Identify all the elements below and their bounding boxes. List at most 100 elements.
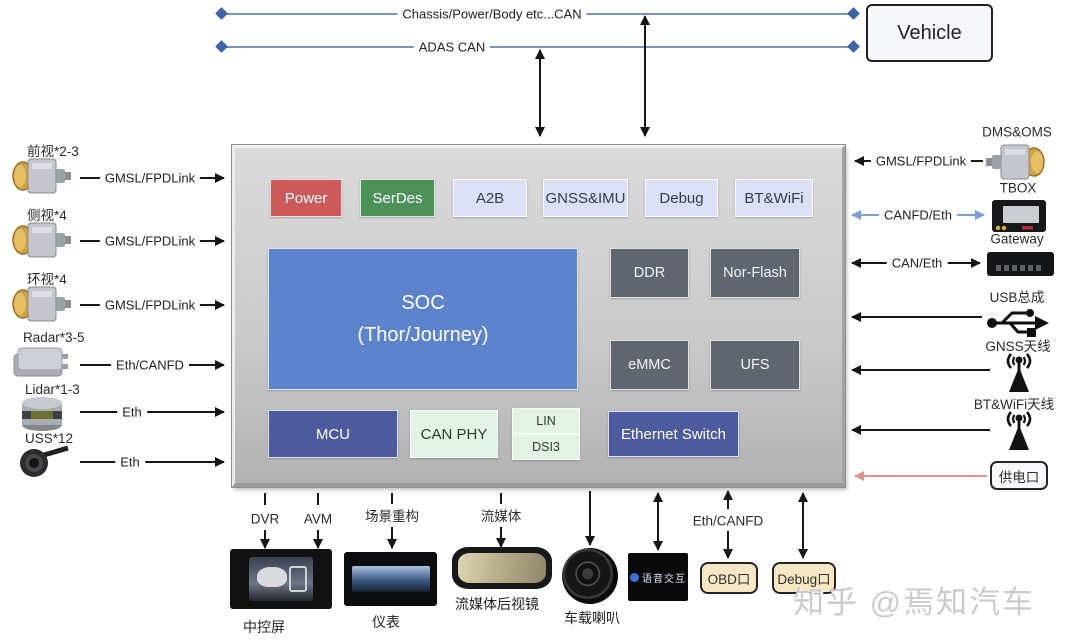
can-phy-chip: CAN PHY xyxy=(410,410,498,458)
chassis-can-bus-label: Chassis/Power/Body etc...CAN xyxy=(397,6,587,22)
uss-icon xyxy=(14,444,70,478)
debug-port-label: Debug口 xyxy=(777,572,831,587)
antenna-icon xyxy=(997,410,1041,452)
surround-camera-label: 环视*4 xyxy=(27,272,67,287)
vehicle-label: Vehicle xyxy=(897,21,962,44)
obd-port-label: OBD口 xyxy=(707,572,751,587)
bus-endpoint-diamond xyxy=(215,40,228,53)
bt-wifi-antenna-label: BT&WiFi天线 xyxy=(973,397,1055,412)
instrument-cluster-image xyxy=(344,552,437,606)
power-port-arrow xyxy=(854,471,987,481)
side-camera-label: 侧视*4 xyxy=(27,208,67,223)
avm-stub xyxy=(317,493,319,505)
tbox-label: TBOX xyxy=(999,180,1037,196)
power-port-box: 供电口 xyxy=(990,461,1048,490)
soc-line2: (Thor/Journey) xyxy=(357,324,489,346)
obd-port-box: OBD口 xyxy=(700,562,758,594)
dsi3-label: DSI3 xyxy=(532,440,560,454)
uss-protocol: Eth xyxy=(115,454,145,470)
bt-wifi-chip: BT&WiFi xyxy=(735,179,813,217)
dvr-arrow xyxy=(260,530,270,549)
chassis-to-board-arrow xyxy=(640,15,650,137)
voice-label: 语音交互 xyxy=(642,573,686,585)
side-camera-protocol: GMSL/FPDLink xyxy=(99,233,201,249)
voice-interaction-image: 语音交互 xyxy=(628,553,688,601)
ddr-chip: DDR xyxy=(610,248,689,298)
center-screen-display xyxy=(249,557,313,601)
gnss-imu-chip: GNSS&IMU xyxy=(543,179,628,217)
scene-stub xyxy=(391,493,393,504)
usb-assembly-label: USB总成 xyxy=(989,290,1045,305)
front-camera-label: 前视*2-3 xyxy=(27,144,79,159)
antenna-icon xyxy=(997,352,1041,394)
gnss-antenna-label: GNSS天线 xyxy=(985,339,1051,354)
dms-oms-label: DMS&OMS xyxy=(982,124,1052,140)
soc-line1: SOC xyxy=(401,292,445,314)
center-screen-image xyxy=(230,549,332,609)
tbox-icon xyxy=(990,196,1048,236)
camera-icon xyxy=(12,284,72,324)
tbox-protocol: CANFD/Eth xyxy=(879,207,957,223)
lin-dsi3-chip: LIN DSI3 xyxy=(512,408,580,460)
vehicle-box: Vehicle xyxy=(866,4,993,62)
stream-arrow xyxy=(496,527,506,548)
bt-wifi-antenna-arrow xyxy=(851,425,990,435)
radar-protocol: Eth/CANFD xyxy=(111,357,189,373)
uss-arrow xyxy=(80,457,225,467)
bus-endpoint-diamond xyxy=(847,7,860,20)
lidar-icon xyxy=(18,395,66,433)
ufs-chip: UFS xyxy=(710,340,800,390)
adas-can-bus-label: ADAS CAN xyxy=(413,39,491,55)
emmc-chip: eMMC xyxy=(610,340,689,390)
lidar-arrow xyxy=(80,407,225,417)
camera-icon xyxy=(12,156,72,196)
obd-protocol-label: Eth/CANFD xyxy=(692,513,764,529)
speaker-arrow xyxy=(585,491,595,546)
cluster-label: 仪表 xyxy=(372,614,400,630)
dms-protocol: GMSL/FPDLink xyxy=(870,153,972,169)
watermark: 知乎 @焉知汽车 xyxy=(793,585,1036,620)
stream-mirror-label: 流媒体后视镜 xyxy=(455,596,539,612)
center-screen-label: 中控屏 xyxy=(243,619,285,635)
voice-arrow xyxy=(653,492,663,551)
streaming-label: 流媒体 xyxy=(480,509,522,524)
dvr-stub xyxy=(264,493,266,505)
bus-endpoint-diamond xyxy=(215,7,228,20)
obd-arrow-up xyxy=(723,490,733,509)
voice-assistant-icon xyxy=(630,572,639,582)
surround-camera-protocol: GMSL/FPDLink xyxy=(99,297,201,313)
lin-label: LIN xyxy=(513,409,579,435)
uss-label: USS*12 xyxy=(25,431,74,446)
power-port-label: 供电口 xyxy=(998,469,1040,485)
adas-can-bus-line xyxy=(224,46,852,48)
usb-icon xyxy=(986,303,1050,339)
soc-chip: SOC (Thor/Journey) xyxy=(268,248,578,390)
mirror-display xyxy=(458,553,546,583)
nor-flash-chip: Nor-Flash xyxy=(710,248,800,298)
radar-label: Radar*3-5 xyxy=(23,330,85,345)
speaker-label: 车载喇叭 xyxy=(564,610,620,626)
lidar-label: Lidar*1-3 xyxy=(25,382,80,397)
camera-icon xyxy=(985,142,1045,182)
front-camera-protocol: GMSL/FPDLink xyxy=(99,170,201,186)
power-chip: Power xyxy=(270,179,342,217)
mcu-chip: MCU xyxy=(268,410,398,458)
radar-icon xyxy=(12,346,70,380)
avm-arrow xyxy=(313,530,323,549)
debug-port-box: Debug口 xyxy=(772,562,836,594)
obd-arrow-down xyxy=(723,531,733,559)
avm-label: AVM xyxy=(303,511,333,527)
gateway-icon xyxy=(986,249,1056,279)
adas-to-board-arrow xyxy=(535,49,545,137)
ethernet-switch-chip: Ethernet Switch xyxy=(608,411,739,457)
cluster-display xyxy=(351,566,430,592)
scene-arrow xyxy=(387,527,397,549)
gnss-antenna-arrow xyxy=(851,365,990,375)
a2b-chip: A2B xyxy=(453,179,527,217)
stream-stub xyxy=(500,493,502,504)
scene-recon-label: 场景重构 xyxy=(365,509,419,524)
debug-chip: Debug xyxy=(645,179,718,217)
debug-port-arrow xyxy=(798,492,808,559)
bus-endpoint-diamond xyxy=(847,40,860,53)
